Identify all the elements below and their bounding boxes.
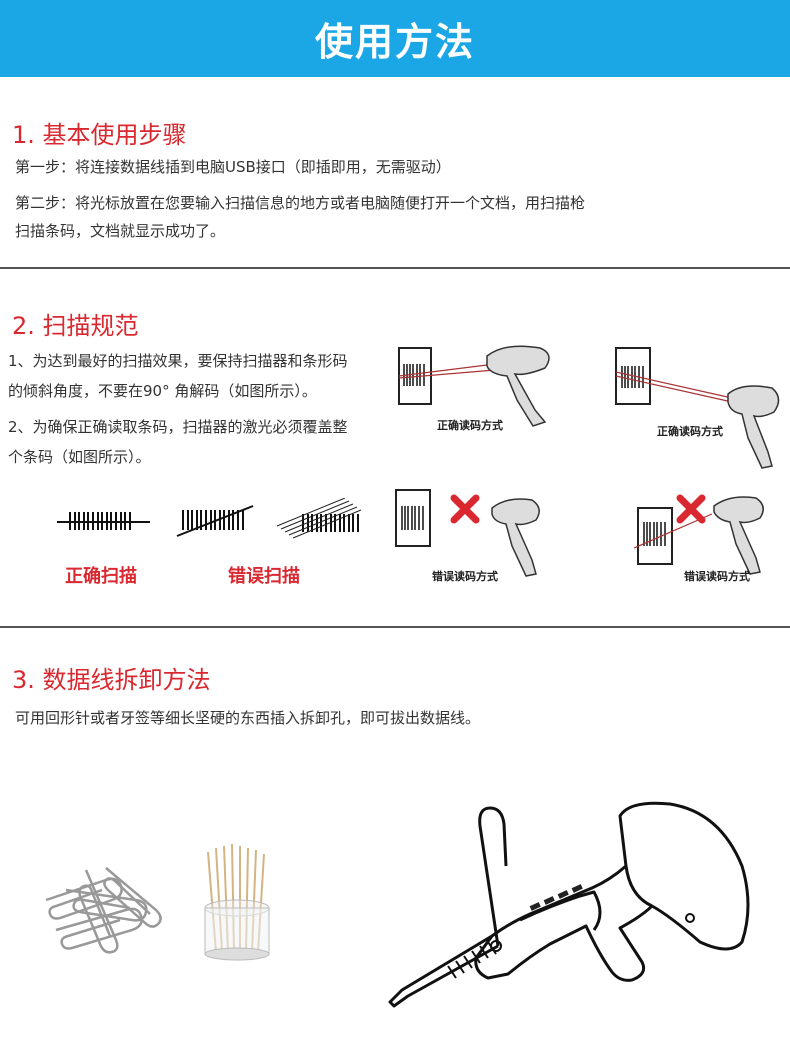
toothpicks-image: [204, 843, 270, 961]
rule2-line2: 个条码（如图所示）。: [8, 448, 151, 466]
rule2-line1: 2、为确保正确读取条码，扫描器的激光必须覆盖整: [8, 418, 348, 436]
rule1-line1: 1、为达到最好的扫描效果，要保持扫描器和条形码: [8, 352, 348, 370]
correct-scan-diagram-1: [398, 345, 550, 427]
wrong-scan-label: 错误扫描: [228, 566, 300, 587]
wrong-scan-diagram-1: [395, 489, 540, 577]
correct-scan-diagram-2: [615, 347, 780, 469]
caption-wrong-1: 错误读码方式: [432, 570, 498, 583]
x-mark-icon: [450, 494, 480, 524]
divider-1: [0, 267, 790, 269]
section1-title: 1. 基本使用步骤: [12, 121, 187, 149]
paper-clips-image: [45, 867, 162, 954]
caption-correct-2: 正确读码方式: [657, 425, 723, 438]
wrong-scan-diagram-2: [633, 494, 764, 575]
step1-text: 第一步：将连接数据线插到电脑USB接口（即插即用，无需驱动）: [15, 158, 451, 176]
step2-text-line1: 第二步：将光标放置在您要输入扫描信息的地方或者电脑随便打开一个文档，用扫描枪: [15, 194, 586, 212]
rule1-line2: 的倾斜角度，不要在90° 角解码（如图所示）。: [8, 382, 317, 400]
barcode-examples: [57, 498, 362, 539]
caption-wrong-2: 错误读码方式: [684, 570, 750, 583]
page-banner: 使用方法: [0, 0, 790, 77]
caption-correct-1: 正确读码方式: [437, 419, 503, 432]
section2-title: 2. 扫描规范: [12, 312, 139, 340]
x-mark-icon-2: [676, 494, 706, 524]
scanner-disassembly-drawing: [388, 801, 750, 1008]
section3-title: 3. 数据线拆卸方法: [12, 666, 211, 694]
divider-2: [0, 626, 790, 628]
paperclip-icon: [478, 806, 508, 947]
banner-title: 使用方法: [314, 20, 475, 64]
section3-text: 可用回形针或者牙签等细长坚硬的东西插入拆卸孔，即可拔出数据线。: [15, 709, 481, 727]
correct-scan-label: 正确扫描: [65, 566, 137, 587]
step2-text-line2: 扫描条码，文档就显示成功了。: [15, 222, 226, 240]
